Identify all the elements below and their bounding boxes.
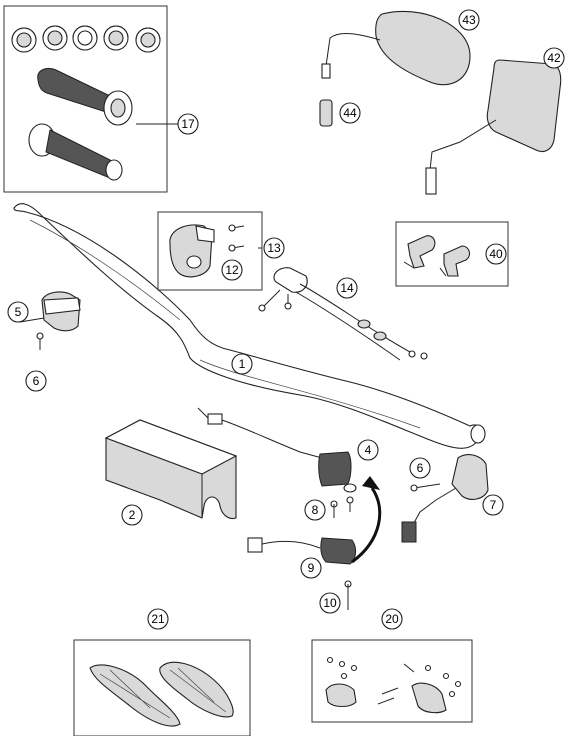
callout-circle (304, 499, 326, 521)
group-17-grips (3, 5, 178, 193)
callout-8: 8 (304, 499, 326, 521)
callout-2: 2 (121, 504, 143, 526)
callout-40: 40 (485, 243, 507, 265)
callout-14: 14 (336, 277, 358, 299)
callout-label: 44 (343, 106, 357, 120)
part-44 (319, 99, 333, 127)
callout-6b: 6 (409, 457, 431, 479)
mirror-42 (425, 59, 562, 195)
callout-circle (221, 259, 243, 281)
callout-label: 5 (15, 305, 22, 319)
callout-10: 10 (319, 592, 341, 614)
group-13-throttle-housing (157, 211, 263, 291)
group-21-box (73, 639, 251, 736)
callout-20: 20 (381, 608, 403, 630)
callout-circle (336, 277, 358, 299)
callout-label: 2 (129, 508, 136, 522)
callout-label: 42 (547, 51, 561, 65)
callout-5: 5 (7, 301, 29, 323)
group-13-box (157, 211, 263, 291)
callout-17: 17 (177, 113, 199, 135)
callout-label: 4 (365, 443, 372, 457)
callout-label: 13 (267, 241, 281, 255)
handlebar (13, 203, 486, 449)
group-17-box (3, 5, 168, 193)
callout-7: 7 (482, 494, 504, 516)
callout-12: 12 (221, 259, 243, 281)
callout-circle (319, 592, 341, 614)
callout-label: 9 (308, 561, 315, 575)
callout-circle (147, 608, 169, 630)
callout-circle (25, 370, 47, 392)
callout-circle (543, 47, 565, 69)
group-21-handguards (73, 639, 251, 736)
callout-1: 1 (231, 353, 253, 375)
screw-8 (330, 500, 338, 518)
callout-42: 42 (543, 47, 565, 69)
callout-label: 20 (385, 612, 399, 626)
callout-label: 12 (225, 263, 239, 277)
switch-9 (247, 537, 357, 565)
callout-label: 7 (490, 498, 497, 512)
callout-label: 21 (151, 612, 165, 626)
wire-harness-4 (197, 407, 323, 459)
callout-circle (339, 102, 361, 124)
callout-circle (409, 457, 431, 479)
callout-circle (300, 557, 322, 579)
callouts: 1 2 4 5 6 6 7 8 9 10 12 13 14 17 20 21 4… (7, 9, 565, 630)
callout-circle (485, 243, 507, 265)
callout-circle (177, 113, 199, 135)
callout-circle (231, 353, 253, 375)
callout-43: 43 (458, 9, 480, 31)
callout-label: 1 (239, 357, 246, 371)
callout-label: 6 (33, 374, 40, 388)
callout-label: 6 (417, 461, 424, 475)
bolt-10 (344, 580, 352, 610)
callout-circle (7, 301, 29, 323)
callout-21: 21 (147, 608, 169, 630)
callout-44: 44 (339, 102, 361, 124)
mirror-43 (321, 10, 471, 86)
group-40-box (395, 221, 509, 287)
handlebar-pad (104, 419, 238, 520)
callout-circle (458, 9, 480, 31)
switch-5 (19, 291, 81, 350)
switch-4 (318, 451, 357, 512)
callout-label: 40 (489, 247, 503, 261)
grip-lower (28, 123, 123, 181)
group-20-mounting (311, 639, 473, 723)
grip-upper (37, 67, 133, 126)
callout-circle (381, 608, 403, 630)
callout-circle (357, 439, 379, 461)
group-20-box (311, 639, 473, 723)
throttle-cams (11, 25, 161, 53)
callout-label: 8 (312, 503, 319, 517)
callout-9: 9 (300, 557, 322, 579)
group-40 (395, 221, 509, 287)
housing-screws (228, 224, 245, 252)
callout-label: 10 (323, 596, 337, 610)
callout-6a: 6 (25, 370, 47, 392)
switch-7 (401, 454, 489, 543)
callout-circle (482, 494, 504, 516)
throttle-cables (258, 267, 428, 361)
callout-circle (121, 504, 143, 526)
callout-circle (263, 237, 285, 259)
callout-13: 13 (263, 237, 285, 259)
mounting-screws (326, 656, 462, 705)
callout-label: 43 (462, 13, 476, 27)
callout-4: 4 (357, 439, 379, 461)
callout-label: 17 (181, 117, 195, 131)
callout-label: 14 (340, 281, 354, 295)
assembly-arrow (351, 476, 382, 564)
